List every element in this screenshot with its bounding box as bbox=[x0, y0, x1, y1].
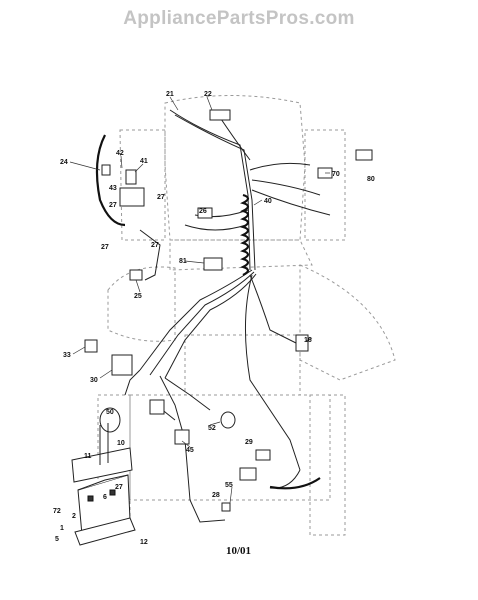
callout-10: 10 bbox=[117, 440, 125, 447]
callout-27-e: 27 bbox=[115, 484, 123, 491]
callout-1: 1 bbox=[60, 525, 64, 532]
battery-tray bbox=[74, 517, 136, 546]
connector-b bbox=[239, 467, 257, 481]
callout-42: 42 bbox=[116, 150, 124, 157]
callout-45: 45 bbox=[186, 447, 194, 454]
part-33 bbox=[84, 339, 98, 353]
callout-21: 21 bbox=[166, 91, 174, 98]
callout-28: 28 bbox=[212, 492, 220, 499]
callout-33: 33 bbox=[63, 352, 71, 359]
callout-70: 70 bbox=[332, 171, 340, 178]
connector-22 bbox=[209, 109, 231, 121]
callout-29: 29 bbox=[245, 439, 253, 446]
connector-a bbox=[149, 399, 165, 415]
terminal-55 bbox=[221, 502, 231, 512]
components bbox=[71, 109, 373, 546]
connector-25 bbox=[129, 269, 143, 281]
callout-16: 16 bbox=[304, 337, 312, 344]
callout-41: 41 bbox=[140, 158, 148, 165]
callout-30: 30 bbox=[90, 377, 98, 384]
left-harness bbox=[95, 134, 161, 281]
connector-81 bbox=[203, 257, 223, 271]
callout-43: 43 bbox=[109, 185, 117, 192]
callout-27-c: 27 bbox=[151, 242, 159, 249]
callout-24: 24 bbox=[60, 159, 68, 166]
lamp-50 bbox=[99, 407, 121, 433]
solenoid bbox=[119, 187, 145, 207]
callout-27-b: 27 bbox=[157, 194, 165, 201]
connector-80 bbox=[355, 149, 373, 161]
revision-date: 10/01 bbox=[226, 545, 252, 557]
callout-81: 81 bbox=[179, 258, 187, 265]
callout-40: 40 bbox=[264, 198, 272, 205]
callout-25: 25 bbox=[134, 293, 142, 300]
switch-41 bbox=[125, 169, 137, 185]
callout-52: 52 bbox=[208, 425, 216, 432]
main-harness bbox=[124, 109, 331, 523]
relay-45 bbox=[174, 429, 190, 445]
callout-11: 11 bbox=[84, 453, 92, 460]
hold-down-11 bbox=[71, 447, 133, 483]
callout-22: 22 bbox=[204, 91, 212, 98]
callout-50: 50 bbox=[106, 409, 114, 416]
callout-labels: 21 22 24 42 41 43 27 27 27 27 27 26 40 7… bbox=[53, 91, 375, 546]
lamp-52 bbox=[220, 411, 236, 429]
connector-26 bbox=[197, 207, 213, 219]
callout-55: 55 bbox=[225, 482, 233, 489]
connector-29 bbox=[255, 449, 271, 461]
ignition-switch bbox=[111, 354, 133, 376]
callout-27-a: 27 bbox=[109, 202, 117, 209]
callout-12: 12 bbox=[140, 539, 148, 546]
leader-lines bbox=[69, 96, 330, 504]
callout-72: 72 bbox=[53, 508, 61, 515]
switch-16 bbox=[295, 334, 309, 352]
callout-2: 2 bbox=[72, 513, 76, 520]
callout-26: 26 bbox=[199, 208, 207, 215]
watermark: AppliancePartsPros.com bbox=[123, 8, 355, 29]
callout-6: 6 bbox=[103, 494, 107, 501]
callout-5: 5 bbox=[55, 536, 59, 543]
callout-80: 80 bbox=[367, 176, 375, 183]
callout-27-d: 27 bbox=[101, 244, 109, 251]
